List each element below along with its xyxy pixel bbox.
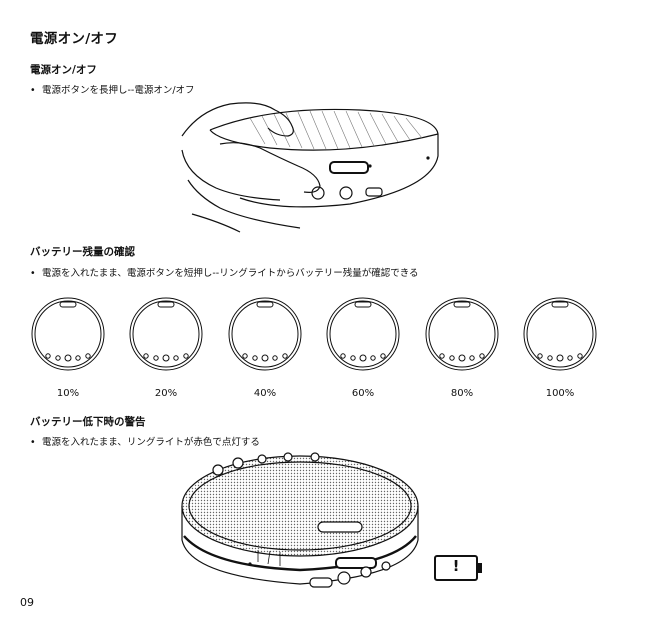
speakerphone-top-view	[229, 298, 301, 370]
bullet-low-battery: •電源を入れたまま、リングライトが赤色で点灯する	[30, 434, 260, 448]
bullet-battery-check: •電源を入れたまま、電源ボタンを短押し--リングライトからバッテリー残量が確認で…	[30, 265, 419, 279]
battery-level-label: 60%	[333, 388, 393, 399]
low-battery-exclamation: !	[434, 557, 478, 575]
bullet-power-text: 電源ボタンを長押し--電源オン/オフ	[42, 85, 195, 96]
speakerphone-top-view	[426, 298, 498, 370]
speakerphone-top-view	[32, 298, 104, 370]
bullet-dot-icon: •	[30, 268, 42, 279]
bullet-low-battery-text: 電源を入れたまま、リングライトが赤色で点灯する	[42, 437, 260, 448]
section-title-battery-check: バッテリー残量の確認	[30, 244, 135, 259]
battery-level-speakers	[0, 298, 648, 378]
bullet-battery-check-text: 電源を入れたまま、電源ボタンを短押し--リングライトからバッテリー残量が確認でき…	[42, 268, 419, 279]
bullet-dot-icon: •	[30, 437, 42, 448]
hand-pressing-power-button-illustration	[180, 96, 450, 236]
speakerphone-red-ring-illustration	[170, 448, 430, 596]
battery-level-label: 100%	[530, 388, 590, 399]
battery-level-label: 80%	[432, 388, 492, 399]
page-number: 09	[20, 596, 34, 609]
bullet-power: •電源ボタンを長押し--電源オン/オフ	[30, 82, 195, 96]
speakerphone-top-view	[130, 298, 202, 370]
bullet-dot-icon: •	[30, 85, 42, 96]
speakerphone-top-view	[327, 298, 399, 370]
section-title-power: 電源オン/オフ	[30, 62, 97, 77]
battery-level-label: 40%	[235, 388, 295, 399]
page-title: 電源オン/オフ	[30, 27, 118, 47]
battery-level-label: 10%	[38, 388, 98, 399]
section-title-low-battery: バッテリー低下時の警告	[30, 414, 146, 429]
battery-level-label: 20%	[136, 388, 196, 399]
speakerphone-top-view	[524, 298, 596, 370]
